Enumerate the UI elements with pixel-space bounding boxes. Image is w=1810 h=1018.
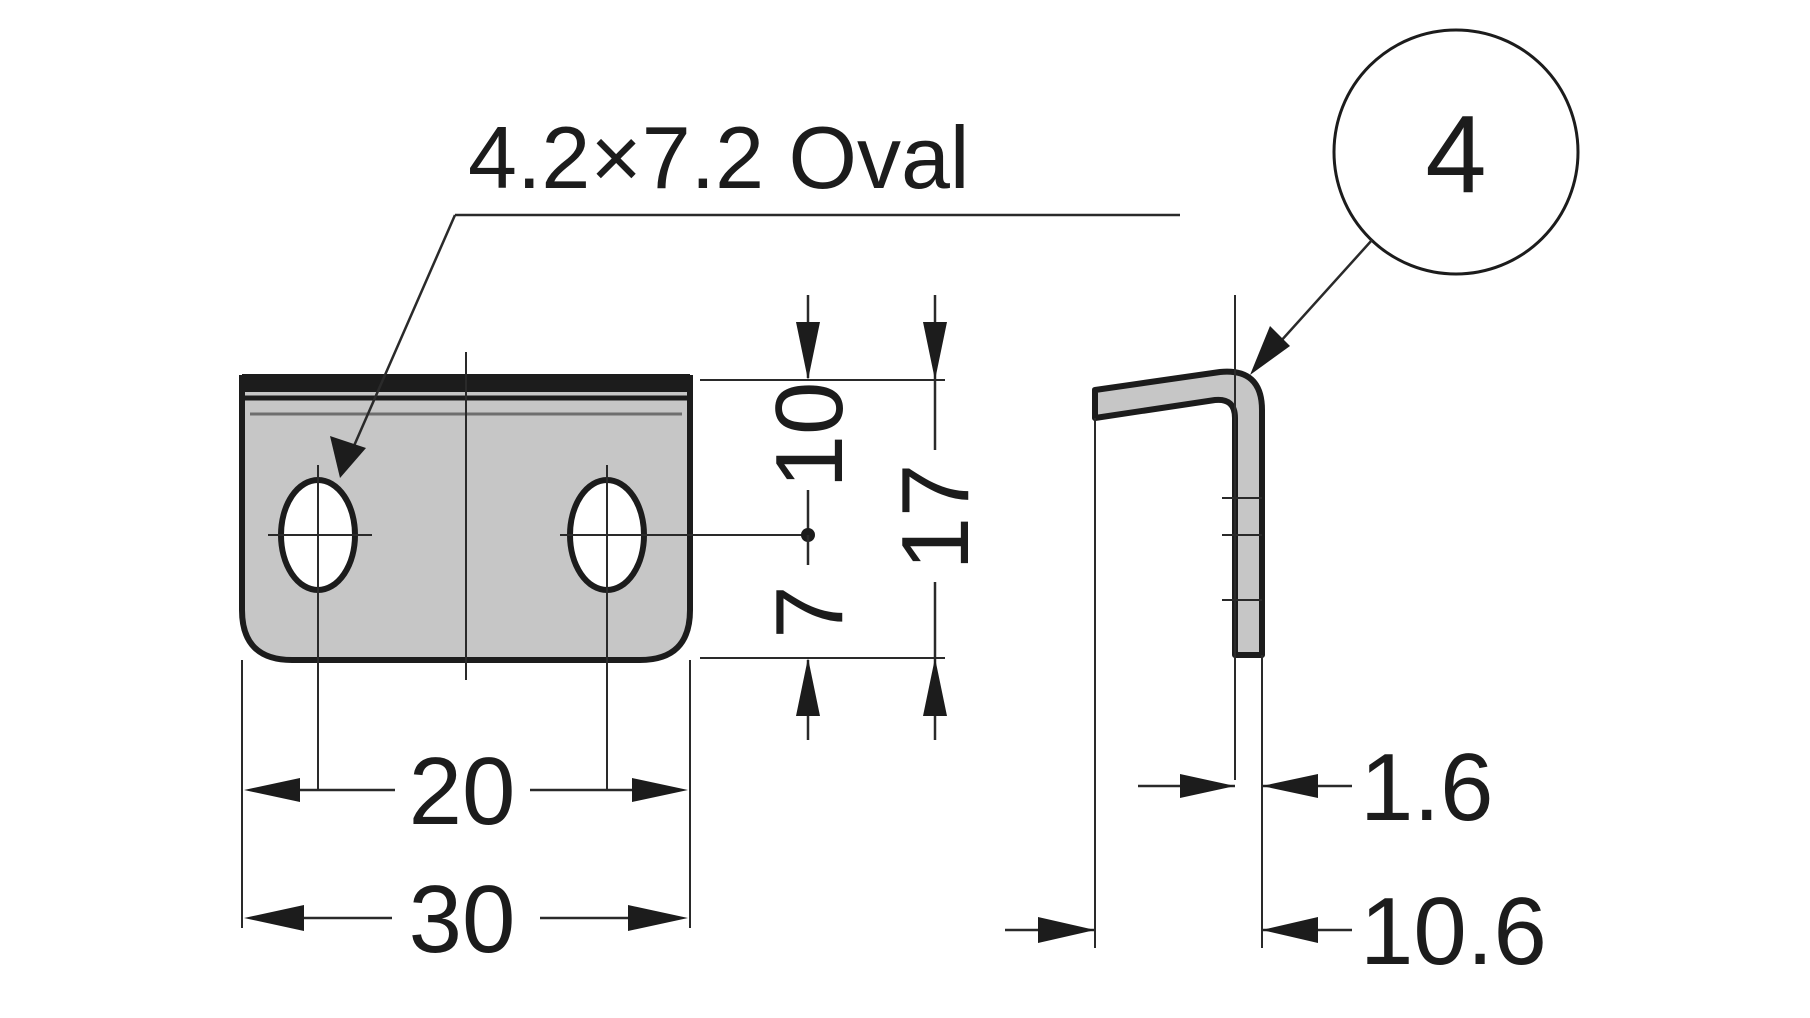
side-profile <box>1092 368 1265 658</box>
dim-label-hole-to-bottom: 7 <box>756 585 863 638</box>
dim-thickness <box>1138 774 1352 798</box>
dim-depth <box>1005 917 1352 943</box>
dim-label-top-to-hole: 10 <box>756 382 863 489</box>
dim-label-inner-width: 20 <box>409 738 516 845</box>
side-view <box>1092 295 1265 948</box>
dim-label-total-height: 17 <box>882 464 989 571</box>
dim-hole-to-bottom <box>796 535 820 740</box>
dim-outer-width <box>244 905 688 931</box>
dim-label-depth: 10.6 <box>1360 878 1547 985</box>
dim-label-thickness: 1.6 <box>1360 734 1493 841</box>
callout-number: 4 <box>1425 93 1486 216</box>
dim-inner-width <box>244 778 688 802</box>
oval-hole-label: 4.2×7.2 Oval <box>468 108 969 207</box>
dim-top-to-hole <box>796 295 820 535</box>
dim-label-outer-width: 30 <box>409 866 516 973</box>
callout-circle <box>1332 28 1580 276</box>
callout <box>1250 28 1580 375</box>
oval-leader <box>330 213 1180 478</box>
dim-total-height <box>923 295 947 740</box>
